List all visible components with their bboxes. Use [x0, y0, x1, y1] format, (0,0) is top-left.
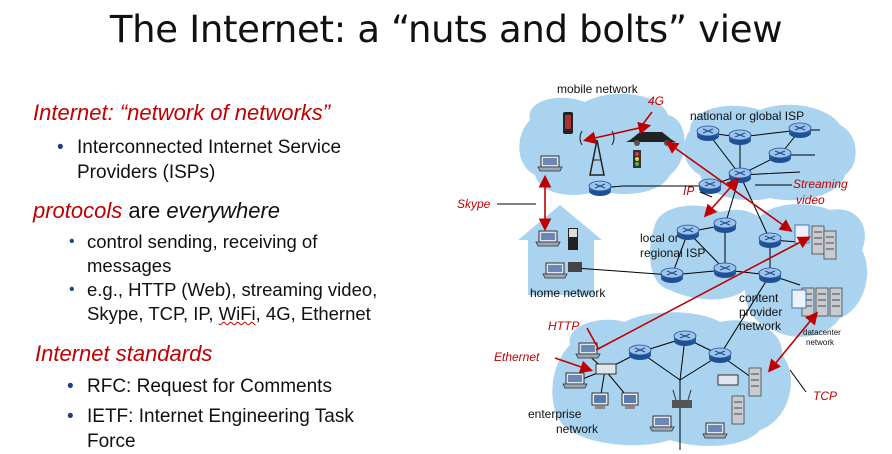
label-datacenter-1: datacenter — [803, 328, 841, 337]
sub-bullet-examples-line1: e.g., HTTP (Web), streaming video, — [87, 279, 378, 300]
label-ip: IP — [683, 184, 694, 198]
router-icon — [676, 224, 700, 241]
sub-bullet-examples-line2a: Skype, TCP, IP, — [87, 303, 219, 324]
label-4g: 4G — [648, 94, 664, 108]
bullet-dot: • — [57, 137, 64, 158]
bullet-isps: • Interconnected Internet Service Provid… — [57, 135, 342, 185]
router-icon — [713, 262, 737, 279]
wireless-access-point-icon — [672, 389, 692, 408]
sub-bullet-dot: • — [69, 281, 75, 298]
heading-internet-standards: Internet standards — [35, 341, 213, 366]
router-icon — [628, 344, 652, 361]
protocols-everywhere: everywhere — [166, 198, 281, 223]
server-icon — [829, 287, 843, 317]
router-icon — [713, 217, 737, 234]
router-icon — [758, 232, 782, 249]
protocol-arrows — [538, 111, 819, 373]
label-local-isp-2: regional ISP — [640, 246, 705, 260]
label-http: HTTP — [548, 319, 579, 333]
enterprise-cloud — [552, 312, 791, 446]
sub-bullet-dot: • — [69, 233, 75, 250]
bullet-dot: • — [67, 376, 74, 397]
switch-icon — [595, 363, 617, 375]
label-skype: Skype — [457, 197, 491, 211]
router-icon — [673, 330, 697, 347]
label-local-isp-1: local or — [640, 231, 679, 245]
server-icon — [815, 287, 829, 317]
smartphone-icon — [563, 112, 573, 134]
router-icon — [696, 125, 720, 142]
server-icon — [811, 225, 825, 255]
label-tcp: TCP — [813, 389, 837, 403]
sub-bullet-examples-line2b: , 4G, Ethernet — [255, 303, 371, 324]
sub-bullet-control: • control sending, receiving of messages — [69, 230, 318, 278]
server-icon — [823, 230, 837, 260]
traffic-light-icon — [633, 150, 641, 168]
router-icon — [728, 129, 752, 146]
label-home-network: home network — [530, 286, 606, 300]
label-pointers — [497, 184, 807, 393]
server-icon — [731, 395, 745, 425]
sub-bullet-control-line2: messages — [87, 255, 172, 276]
label-content-2: provider — [739, 305, 782, 319]
page-title: The Internet: a “nuts and bolts” view — [109, 8, 783, 51]
router-icon — [708, 347, 732, 364]
bullet-rfc: • RFC: Request for Comments — [67, 374, 332, 399]
label-mobile-network: mobile network — [557, 82, 639, 96]
bullet-isps-line1: Interconnected Internet Service — [77, 137, 342, 158]
home-router-icon — [568, 262, 582, 272]
enterprise-servers — [717, 367, 762, 425]
bullet-ietf-line1: IETF: Internet Engineering Task — [87, 406, 354, 427]
fridge-icon — [568, 228, 578, 250]
mobile-network-cloud — [519, 93, 685, 195]
bullet-ietf-line2: Force — [87, 431, 136, 452]
sub-bullet-wifi: WiFi — [218, 303, 256, 324]
laptop-icon — [537, 155, 563, 172]
bullet-ietf: • IETF: Internet Engineering Task Force — [67, 404, 354, 454]
router-icon — [788, 122, 812, 139]
heading-protocols: protocols are everywhere — [33, 198, 280, 224]
label-enterprise-2: network — [556, 422, 599, 436]
laptop-icon — [562, 372, 588, 389]
laptop-icon — [535, 230, 561, 247]
router-icon — [698, 178, 722, 195]
laptop-icon — [649, 415, 675, 432]
router-icon — [588, 180, 612, 197]
label-national-isp: national or global ISP — [690, 109, 804, 123]
protocols-word: protocols — [33, 198, 123, 223]
protocols-mid: are — [122, 198, 167, 223]
router-icon — [728, 167, 752, 184]
bullet-dot: • — [67, 406, 74, 427]
laptop-icon — [702, 422, 728, 439]
bullet-isps-line2: Providers (ISPs) — [77, 162, 216, 183]
label-datacenter-2: network — [806, 338, 835, 347]
laptop-icon — [542, 262, 568, 279]
sub-bullet-examples: • e.g., HTTP (Web), streaming video, Sky… — [69, 278, 378, 326]
bullet-rfc-text: RFC: Request for Comments — [87, 376, 332, 397]
label-content-1: content — [739, 291, 779, 305]
label-streaming-1: Streaming — [793, 177, 848, 191]
router-icon — [758, 267, 782, 284]
router-icon — [660, 267, 684, 284]
router-icon — [768, 147, 792, 164]
label-ethernet: Ethernet — [494, 350, 540, 364]
label-enterprise-1: enterprise — [528, 407, 582, 421]
heading-network-of-networks: Internet: “network of networks” — [33, 100, 331, 125]
home-network-house — [518, 205, 602, 295]
label-streaming-2: video — [796, 193, 825, 207]
server-icon — [748, 367, 762, 397]
sub-bullet-control-line1: control sending, receiving of — [87, 231, 318, 252]
label-content-3: network — [739, 319, 782, 333]
